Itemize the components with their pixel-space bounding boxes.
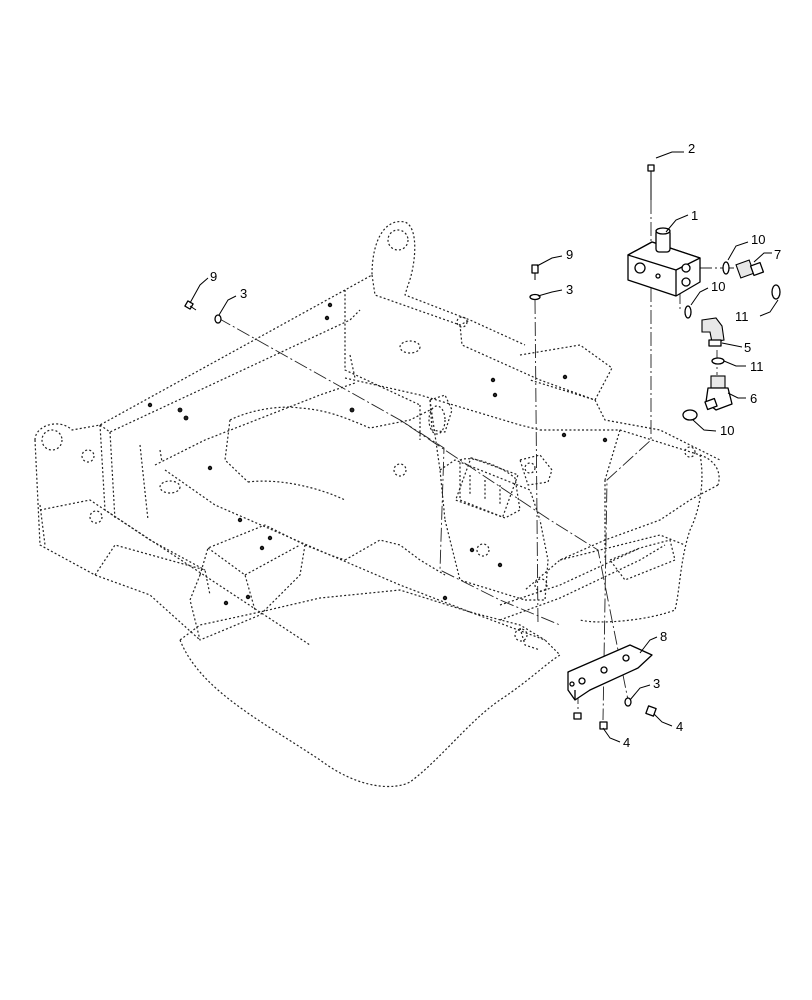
callout-10b: 10 [711,279,725,294]
callout-3b: 3 [566,282,573,297]
callout-10a: 10 [751,232,765,247]
callout-7: 7 [774,247,781,262]
bolt-part-9b [531,264,539,280]
callout-3c: 3 [653,676,660,691]
bracket-part-8 [567,644,653,701]
o-ring-part-11b [711,357,725,365]
callout-6: 6 [750,391,757,406]
washer-part-3c [624,697,632,707]
callout-9a: 9 [210,269,217,284]
callout-3a: 3 [240,286,247,301]
o-ring-part-10a [722,261,730,275]
leader-lines [189,151,779,743]
valve-block-part-1 [627,227,701,297]
o-ring-part-10b [684,305,692,319]
callout-4b: 4 [676,719,683,734]
callout-9b: 9 [566,247,573,262]
elbow-fitting-part-5 [701,317,725,347]
washer-part-3a [214,314,222,324]
callout-1: 1 [691,208,698,223]
callout-8: 8 [660,629,667,644]
callout-5: 5 [744,340,751,355]
callout-2: 2 [688,141,695,156]
washer-part-3b [529,293,541,301]
o-ring-part-11a [771,284,781,300]
loader-frame [34,221,721,788]
straight-fitting-part-7 [735,259,765,279]
callout-11a: 11 [735,309,749,324]
tee-fitting-part-6 [704,375,733,411]
callout-4a: 4 [623,735,630,750]
bolt-part-9a [184,300,197,311]
o-ring-part-10c [682,409,698,421]
nut-part-4b [645,705,657,717]
callout-11b: 11 [750,359,764,374]
callout-labels: 2 1 10 7 10 11 5 11 6 10 9 3 9 3 8 3 4 4 [210,141,781,750]
nut-part-4a [573,712,608,730]
callout-10c: 10 [720,423,734,438]
long-bolt-part-2 [647,164,655,200]
